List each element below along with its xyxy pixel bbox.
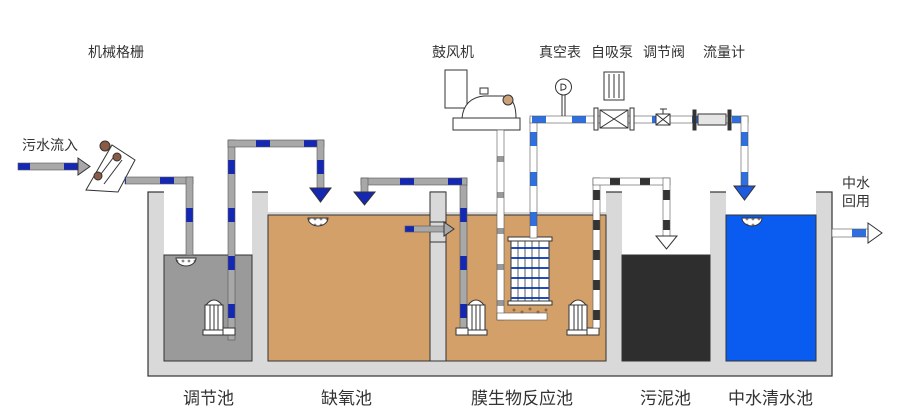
tank-anoxic — [267, 214, 431, 362]
label-vacuum-gauge: 真空表 — [539, 45, 581, 61]
diffuser-reuse — [741, 217, 763, 227]
label-mechanical-screen: 机械格栅 — [88, 45, 144, 61]
inflow-arrow — [17, 157, 91, 176]
flow-meter — [692, 109, 732, 131]
label-self-priming-pump: 自吸泵 — [591, 45, 633, 61]
partition-upper — [429, 191, 447, 223]
label-tank-mbr: 膜生物反应池 — [471, 389, 573, 409]
label-reuse-line1: 中水 — [842, 176, 870, 192]
partition-lower — [429, 241, 447, 362]
diffuser-equalization — [175, 257, 197, 267]
vacuum-gauge — [555, 78, 572, 116]
mechanical-screen — [85, 140, 136, 193]
pipe-sludge — [592, 177, 679, 329]
pipe-mbr-return-to-anoxic — [352, 177, 468, 331]
pump-equalization — [202, 299, 236, 336]
label-tank-sludge: 污泥池 — [640, 389, 691, 409]
label-regulating-valve: 调节阀 — [643, 45, 685, 61]
overflow-arrow — [404, 221, 455, 237]
tank-reuse-water — [725, 214, 817, 362]
label-tank-anoxic: 缺氧池 — [321, 389, 372, 409]
tank-sludge — [621, 254, 711, 362]
blower — [444, 69, 521, 131]
label-tank-equalization: 调节池 — [183, 389, 234, 409]
label-tank-reuse-water: 中水清水池 — [728, 389, 813, 409]
label-flow-meter: 流量计 — [703, 45, 745, 61]
self-priming-pump — [593, 71, 635, 131]
membrane-module — [507, 236, 553, 314]
regulating-valve — [655, 108, 671, 126]
label-reuse-line2: 回用 — [842, 194, 870, 210]
label-inflow: 污水流入 — [22, 138, 78, 154]
pipe-permeate — [529, 115, 756, 239]
pump-mbr-return — [455, 299, 488, 336]
label-blower: 鼓风机 — [432, 45, 474, 61]
diffuser-anoxic — [307, 217, 329, 227]
reuse-outflow-arrow — [831, 222, 883, 244]
pipe-equalization-to-anoxic — [227, 139, 332, 341]
pipe-screen-to-equalization — [124, 176, 194, 256]
pump-sludge — [566, 299, 600, 336]
